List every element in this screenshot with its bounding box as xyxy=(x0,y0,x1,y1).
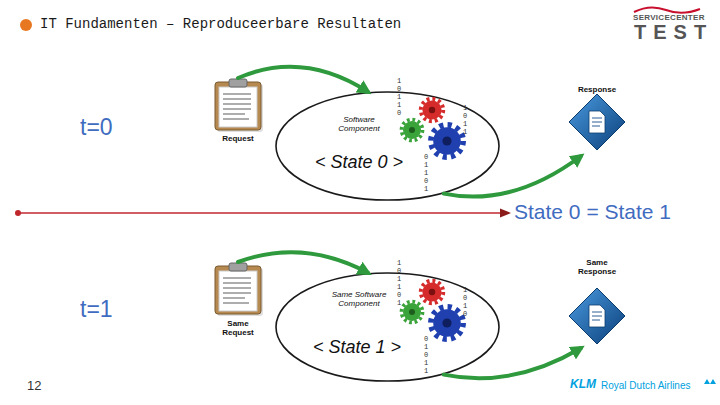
gear-hub xyxy=(429,107,435,113)
gear-hub xyxy=(409,309,415,315)
clipboard-icon xyxy=(205,78,271,132)
clipboard-board xyxy=(215,82,261,130)
clipboard-icon xyxy=(205,262,271,316)
request-icon: Same Request xyxy=(205,262,271,344)
clipboard-board xyxy=(215,266,261,314)
timeline-arrow xyxy=(500,209,511,218)
state-equation: State 0 = State 1 xyxy=(514,200,671,223)
slide-title: IT Fundamenten – Reproduceerbare Resulta… xyxy=(40,17,401,32)
clipboard-paper xyxy=(219,271,257,311)
gear-teeth xyxy=(431,125,463,157)
gear xyxy=(431,307,463,339)
page-number: 12 xyxy=(27,379,41,393)
paper-lines xyxy=(223,94,251,119)
node-label: Same Response xyxy=(577,258,617,276)
gear-body xyxy=(433,309,461,337)
gear-teeth xyxy=(431,307,463,339)
binary-digits: 0 1 1 0 1 xyxy=(423,153,429,193)
binary-digits: 0 1 0 1 1 xyxy=(423,335,429,375)
gear-teeth xyxy=(402,120,423,141)
gear-hub xyxy=(442,318,451,327)
request-icon: Request xyxy=(205,78,271,150)
gear-body xyxy=(433,127,461,155)
gear-teeth xyxy=(421,281,443,303)
gear-teeth xyxy=(421,99,443,121)
gear xyxy=(421,99,443,121)
response-icon: Response xyxy=(565,86,629,156)
klm-crown xyxy=(704,379,716,384)
gear-body xyxy=(403,303,421,321)
response-icon: Same Response xyxy=(565,258,629,348)
paper-lines xyxy=(223,278,251,303)
ellipse-outline xyxy=(276,273,499,381)
logo-swoosh xyxy=(634,7,700,12)
node-state: < State 0 > xyxy=(315,153,420,173)
flow-arrow xyxy=(444,156,581,197)
clipboard-clip xyxy=(229,263,247,271)
gear xyxy=(402,302,423,323)
binary-digits: 1 0 1 1 0 xyxy=(396,77,402,117)
time-label: t=1 xyxy=(80,297,113,322)
gear xyxy=(421,281,443,303)
logo-text: TEST xyxy=(634,21,713,43)
timeline xyxy=(18,212,502,214)
gear-teeth xyxy=(402,302,423,323)
document-lines xyxy=(592,118,602,126)
node-label: Software Component xyxy=(330,115,388,133)
diamond-shape xyxy=(569,288,625,344)
clipboard-paper xyxy=(219,87,257,127)
node-label: Response xyxy=(565,86,629,95)
document-lines xyxy=(592,312,602,320)
time-label: t=0 xyxy=(80,115,113,140)
gear xyxy=(402,120,423,141)
diamond-shape xyxy=(569,94,625,150)
ellipse-outline xyxy=(276,92,499,200)
gear-hub xyxy=(442,136,451,145)
document-glyph xyxy=(589,111,605,133)
binary-digits: 1 0 1 1 0 1 xyxy=(396,259,402,307)
binary-digits: 1 0 1 1 xyxy=(462,104,468,136)
airline-logo: KLM xyxy=(570,378,596,391)
node-label: Same Software Component xyxy=(330,290,388,308)
gear-body xyxy=(422,282,441,301)
clipboard-clip xyxy=(229,79,247,87)
airline-name: Royal Dutch Airlines xyxy=(601,380,690,391)
node-label: Same Request xyxy=(218,319,258,337)
flow-arrow xyxy=(444,348,581,378)
response-icon xyxy=(565,86,629,154)
gear-hub xyxy=(409,127,415,133)
gear-body xyxy=(403,121,421,139)
node-label: Request xyxy=(205,135,271,144)
gear-body xyxy=(422,100,441,119)
icon-shadow xyxy=(217,84,263,132)
title-bullet xyxy=(20,19,32,31)
icon-shadow xyxy=(217,268,263,316)
document-glyph xyxy=(589,305,605,327)
gear-hub xyxy=(429,289,435,295)
gear xyxy=(431,125,463,157)
binary-digits: 1 0 1 0 xyxy=(462,286,468,318)
flow-arrow xyxy=(238,252,368,273)
timeline-start xyxy=(15,210,21,216)
node-state: < State 1 > xyxy=(313,338,423,358)
flow-arrow xyxy=(238,67,368,92)
